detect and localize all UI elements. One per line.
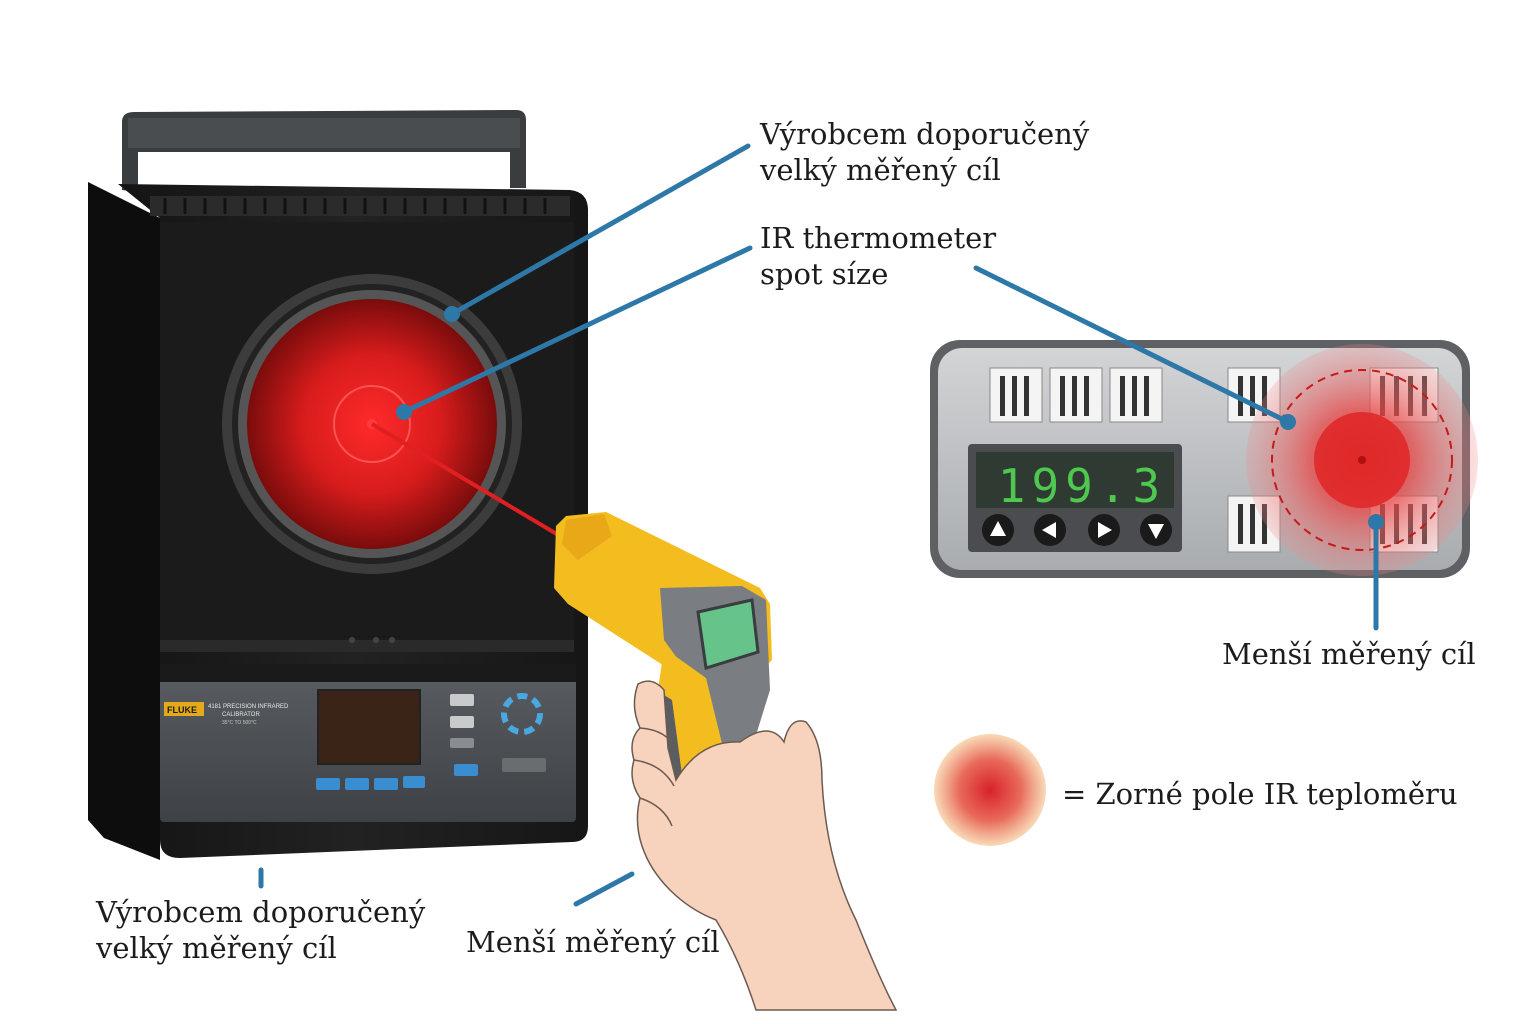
leader-smaller-target-bottom	[573, 871, 635, 907]
calibrator-screen	[317, 689, 421, 765]
leader-spot-size	[401, 245, 753, 415]
temperature-controller: 199.3	[930, 340, 1478, 578]
label-large-target-bottom-line2: velký měřený cíl	[96, 931, 337, 965]
label-smaller-target-bottom-text: Menší měřený cíl	[466, 925, 720, 959]
ir-calibrator: FLUKE 4181 PRECISION INFRARED CALIBRATOR…	[88, 110, 588, 860]
down-arrow-button	[1140, 514, 1172, 546]
label-smaller-target-right-text: Menší měřený cíl	[1222, 637, 1476, 671]
panel-softkey	[374, 778, 398, 790]
label-large-target-bottom-line1: Výrobcem doporučený	[96, 895, 426, 929]
label-spot-size: IR thermometer spot síze	[760, 220, 996, 292]
panel-softkey	[454, 764, 478, 776]
brand-badge	[164, 702, 204, 716]
panel-button	[450, 694, 474, 706]
leader-dot	[1280, 414, 1296, 430]
fov-dashed-circle	[1271, 369, 1453, 551]
panel-slot	[502, 758, 546, 772]
up-arrow-button	[982, 514, 1014, 546]
panel-softkey	[316, 778, 340, 790]
leader-large-target-top	[449, 143, 751, 317]
panel-nav-pad	[501, 693, 543, 735]
panel-model-text: 4181 PRECISION INFRARED	[208, 704, 289, 710]
thermometer-screen	[696, 598, 760, 670]
label-smaller-target-right: Menší měřený cíl	[1222, 636, 1476, 672]
leader-lines	[258, 143, 1379, 907]
label-large-target-top: Výrobcem doporučený velký měřený cíl	[760, 116, 1089, 188]
panel-type-text: CALIBRATOR	[222, 712, 260, 718]
leader-dot	[1368, 514, 1384, 530]
legend-label: = Zorné pole IR teploměru	[1062, 776, 1458, 812]
label-large-target-top-line1: Výrobcem doporučený	[760, 117, 1090, 151]
legend-label-text: = Zorné pole IR teploměru	[1062, 777, 1458, 811]
laser-beam	[370, 422, 562, 538]
top-vent	[163, 198, 547, 214]
label-spot-size-line2: spot síze	[760, 257, 889, 291]
calibrator-side	[88, 182, 160, 860]
hand	[631, 680, 898, 1011]
panel-range-text: 35°C TO 500°C	[222, 720, 257, 726]
leader-dot	[444, 306, 460, 322]
leader-dot	[396, 404, 412, 420]
label-spot-size-line1: IR thermometer	[760, 221, 997, 255]
brand-badge-text: FLUKE	[167, 705, 197, 715]
display-value: 199.3	[998, 459, 1166, 513]
label-large-target-bottom: Výrobcem doporučený velký měřený cíl	[96, 894, 425, 966]
panel-softkey	[345, 778, 369, 790]
panel-softkey	[403, 776, 425, 788]
label-large-target-top-line2: velký měřený cíl	[760, 153, 1001, 187]
label-smaller-target-bottom: Menší měřený cíl	[466, 924, 720, 960]
controller-display	[976, 452, 1174, 508]
leader-spot-size-controller	[973, 265, 1291, 425]
legend-fov-icon	[934, 734, 1046, 846]
right-arrow-button	[1088, 514, 1120, 546]
left-arrow-button	[1034, 514, 1066, 546]
spot-size-circle	[333, 385, 411, 463]
panel-button	[450, 716, 474, 728]
panel-button	[450, 738, 474, 748]
